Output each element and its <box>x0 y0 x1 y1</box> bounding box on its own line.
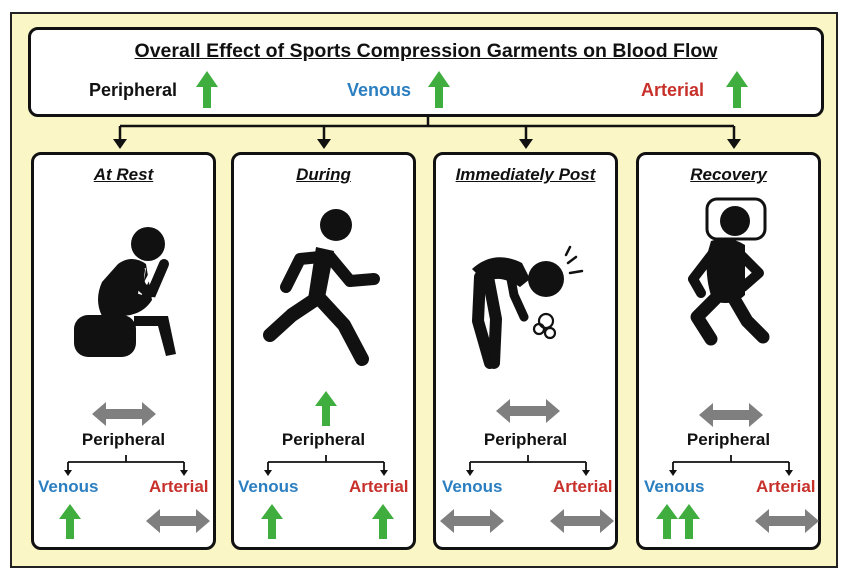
arterial-up-arrow-icon <box>372 504 394 539</box>
overall-venous-up-arrow-icon <box>428 71 450 108</box>
venous-up-arrow-icon <box>656 504 678 539</box>
branch-connector <box>466 455 590 476</box>
arterial-label: Arterial <box>756 477 816 496</box>
arterial-label: Arterial <box>349 477 409 496</box>
sitting-person-icon <box>74 227 176 357</box>
venous-label: Venous <box>238 477 299 496</box>
peripheral-no-change-arrow-icon <box>699 403 763 427</box>
panel-title: During <box>296 165 351 184</box>
overall-arterial-up-arrow-icon <box>726 71 748 108</box>
panel-title: Immediately Post <box>455 165 596 184</box>
peripheral-label: Peripheral <box>81 430 166 449</box>
overall-peripheral-label: Peripheral <box>89 80 178 100</box>
overall-effect-box: Overall Effect of Sports Compression Gar… <box>28 27 824 117</box>
peripheral-label: Peripheral <box>686 430 771 449</box>
peripheral-label: Peripheral <box>281 430 366 449</box>
venous-up-arrow-icon <box>261 504 283 539</box>
panting-person-icon <box>472 245 584 369</box>
venous-label: Venous <box>644 477 705 496</box>
peripheral-up-arrow-icon <box>315 391 337 426</box>
arterial-label: Arterial <box>553 477 613 496</box>
panel-title: At Rest <box>93 165 154 184</box>
venous-up-arrow-icon <box>678 504 700 539</box>
panel-during: During Peripheral Venous Arterial <box>231 152 416 550</box>
branch-connector <box>64 455 188 476</box>
sleeping-person-icon <box>688 197 770 346</box>
branch-connector <box>264 455 388 476</box>
panel-at-rest: At Rest Peripheral Venous Arterial <box>31 152 216 550</box>
panel-immediately-post: Immediately Post Peripheral Venous Arter… <box>433 152 618 550</box>
overall-peripheral-up-arrow-icon <box>196 71 218 108</box>
panel-recovery: Recovery Peripheral Venous Arterial <box>636 152 821 550</box>
arterial-no-change-arrow-icon <box>550 509 614 533</box>
venous-label: Venous <box>442 477 503 496</box>
panel-title: Recovery <box>690 165 767 184</box>
peripheral-label: Peripheral <box>483 430 568 449</box>
arterial-no-change-arrow-icon <box>755 509 819 533</box>
venous-label: Venous <box>38 477 99 496</box>
arterial-label: Arterial <box>149 477 209 496</box>
peripheral-no-change-arrow-icon <box>92 402 156 426</box>
branch-connector <box>669 455 793 476</box>
overall-venous-label: Venous <box>347 80 412 100</box>
venous-up-arrow-icon <box>59 504 81 539</box>
running-person-icon <box>263 209 380 366</box>
figure-title: Overall Effect of Sports Compression Gar… <box>134 40 718 62</box>
top-connectors <box>113 117 741 149</box>
overall-arterial-label: Arterial <box>641 80 705 100</box>
arterial-no-change-arrow-icon <box>146 509 210 533</box>
venous-no-change-arrow-icon <box>440 509 504 533</box>
peripheral-no-change-arrow-icon <box>496 399 560 423</box>
